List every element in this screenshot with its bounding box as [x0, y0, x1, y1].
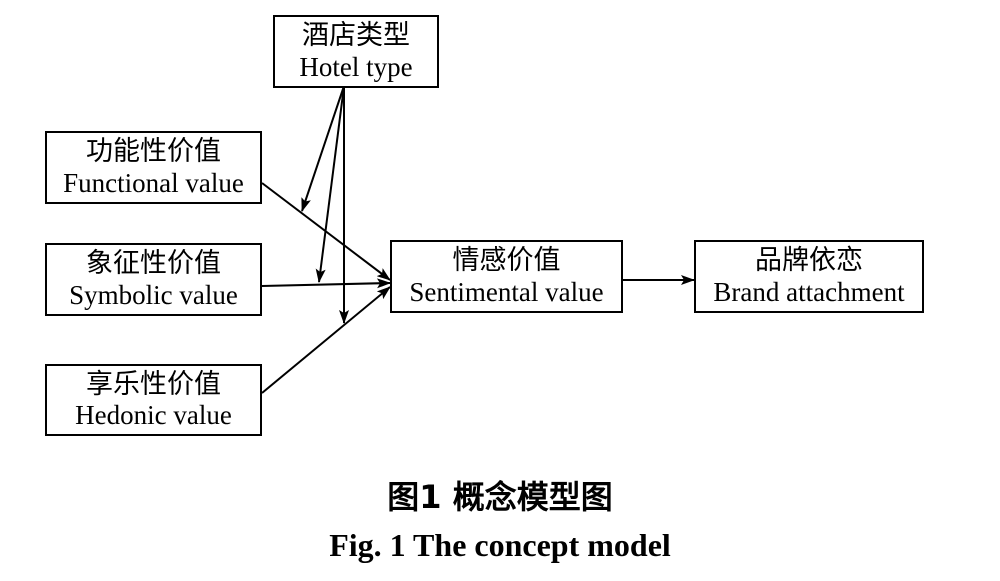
node-functional-value: 功能性价值 Functional value — [45, 131, 262, 204]
node-symbolic-value-en: Symbolic value — [69, 279, 238, 310]
figure-caption-en: Fig. 1 The concept model — [329, 527, 671, 563]
node-hotel-type-zh: 酒店类型 — [302, 20, 410, 52]
node-hedonic-value-en: Hedonic value — [75, 400, 232, 430]
node-sentimental-value: 情感价值 Sentimental value — [390, 240, 623, 313]
node-functional-value-zh: 功能性价值 — [86, 136, 221, 168]
node-hotel-type: 酒店类型 Hotel type — [273, 15, 439, 88]
arrow-hotel-to-symbolic-path — [315, 85, 345, 283]
node-hedonic-value: 享乐性价值 Hedonic value — [45, 364, 262, 436]
node-symbolic-value-zh: 象征性价值 — [86, 248, 221, 280]
node-hotel-type-en: Hotel type — [299, 51, 413, 82]
arrow-symbolic-to-sentimental — [261, 278, 391, 289]
arrow-hotel-to-functional-path — [301, 85, 345, 212]
node-brand-attachment-zh: 品牌依恋 — [755, 245, 863, 277]
node-symbolic-value: 象征性价值 Symbolic value — [45, 243, 262, 316]
node-brand-attachment: 品牌依恋 Brand attachment — [694, 240, 924, 313]
node-hedonic-value-zh: 享乐性价值 — [86, 368, 221, 400]
node-brand-attachment-en: Brand attachment — [713, 276, 905, 307]
arrow-hedonic-to-sentimental — [261, 286, 391, 394]
node-sentimental-value-en: Sentimental value — [409, 276, 604, 307]
figure-caption-zh: 图1 概念模型图 — [387, 478, 613, 516]
node-functional-value-en: Functional value — [63, 167, 244, 198]
node-sentimental-value-zh: 情感价值 — [452, 245, 561, 277]
